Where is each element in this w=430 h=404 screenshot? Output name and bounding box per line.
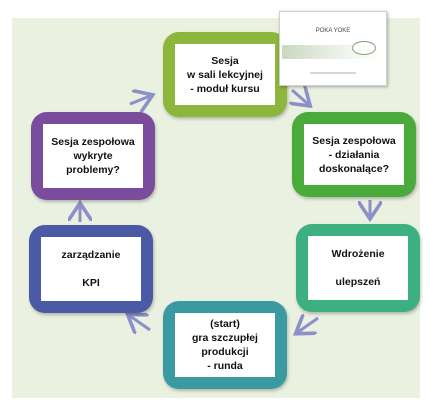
thumbnail-line (310, 72, 356, 74)
node-label: Sesja w sali lekcyjnej - moduł kursu (187, 54, 263, 95)
node-implementation: Wdrożenie ulepszeń (296, 224, 420, 312)
arrow-6-to-1 (129, 96, 150, 104)
node-label: (start) gra szczupłej produkcji - runda (192, 318, 258, 372)
thumbnail-logo-icon (352, 41, 376, 55)
node-team-session-improvements: Sesja zespołowa - działania doskonalące? (292, 112, 416, 197)
node-label: Sesja zespołowa - działania doskonalące? (312, 134, 396, 175)
arrow-3-to-4 (298, 318, 319, 332)
node-label: zarządzanie KPI (61, 249, 121, 289)
arrow-4-to-5 (130, 316, 151, 330)
node-label: Sesja zespołowa wykryte problemy? (51, 136, 135, 176)
node-team-session-problems: Sesja zespołowa wykryte problemy? (31, 112, 155, 200)
thumbnail-title: POKA YOKE (315, 28, 351, 34)
poka-yoke-slide-thumbnail: POKA YOKE (279, 11, 387, 86)
arrow-1-to-2 (292, 90, 308, 104)
node-lean-game-start: (start) gra szczupłej produkcji - runda (163, 301, 287, 389)
node-label: Wdrożenie ulepszeń (331, 248, 385, 288)
node-classroom-session: Sesja w sali lekcyjnej - moduł kursu (163, 32, 287, 117)
node-kpi-management: zarządzanie KPI (29, 225, 153, 313)
